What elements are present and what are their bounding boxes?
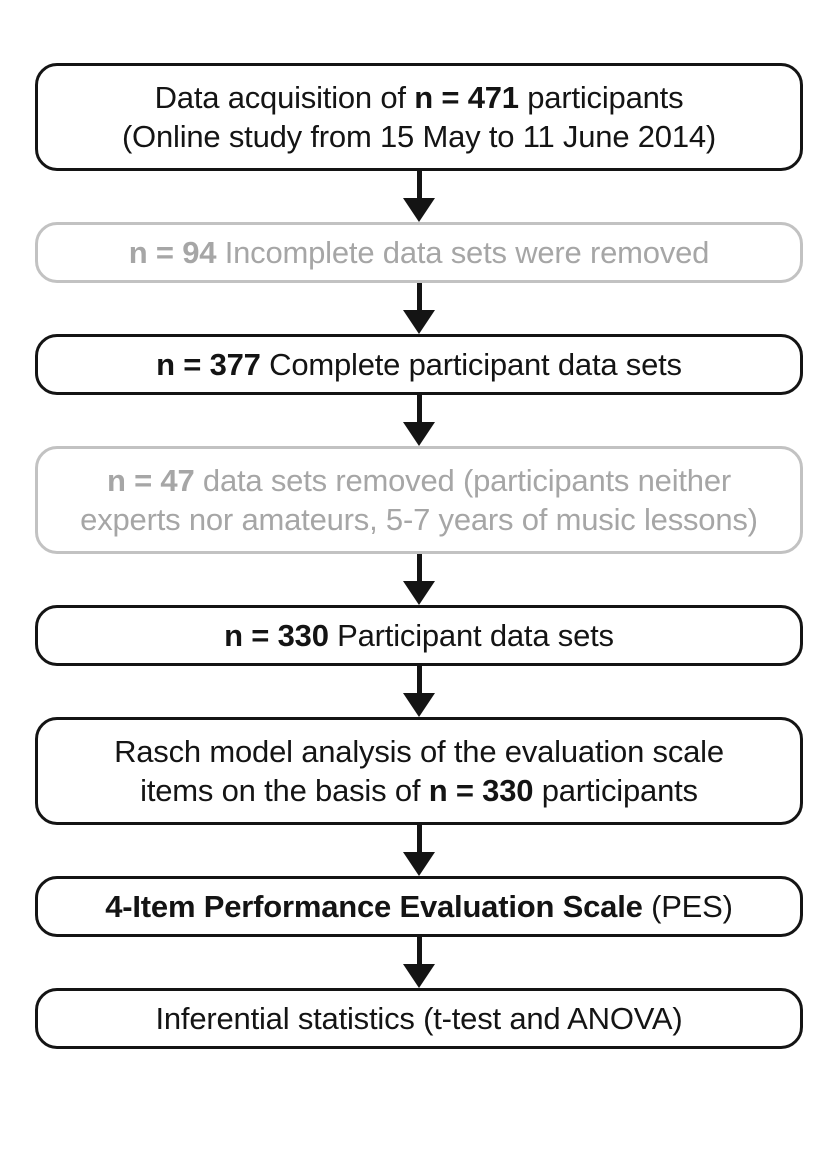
text-segment: Data acquisition of bbox=[154, 80, 415, 115]
count-text-segment: n = 471 bbox=[414, 80, 519, 115]
text-segment: data sets removed (participants neither bbox=[194, 463, 732, 498]
arrow-down-icon bbox=[403, 964, 435, 988]
arrow-stem bbox=[416, 666, 422, 693]
down-arrow bbox=[35, 825, 803, 876]
arrow-stem bbox=[416, 825, 422, 852]
flow-box-line: experts nor amateurs, 5-7 years of music… bbox=[80, 500, 758, 539]
arrow-down-icon bbox=[403, 198, 435, 222]
down-arrow bbox=[35, 283, 803, 334]
flow-box-line: n = 377 Complete participant data sets bbox=[156, 345, 682, 384]
arrow-down-icon bbox=[403, 422, 435, 446]
count-text-segment: n = 377 bbox=[156, 347, 261, 382]
text-segment: (PES) bbox=[642, 889, 733, 924]
flow-box-line: (Online study from 15 May to 11 June 201… bbox=[122, 117, 716, 156]
text-segment: Rasch model analysis of the evaluation s… bbox=[114, 734, 724, 769]
down-arrow bbox=[35, 937, 803, 988]
flow-box-neither-experts-removed: n = 47 data sets removed (participants n… bbox=[35, 446, 803, 554]
down-arrow bbox=[35, 666, 803, 717]
flow-box-line: n = 94 Incomplete data sets were removed bbox=[128, 233, 710, 272]
arrow-down-icon bbox=[403, 581, 435, 605]
text-segment: items on the basis of bbox=[140, 773, 429, 808]
arrow-stem bbox=[416, 283, 422, 310]
text-segment: participants bbox=[518, 80, 684, 115]
flow-box-line: Inferential statistics (t-test and ANOVA… bbox=[155, 999, 682, 1038]
flow-box-pes-scale: 4-Item Performance Evaluation Scale (PES… bbox=[35, 876, 803, 937]
down-arrow bbox=[35, 554, 803, 605]
flow-box-incomplete-data-removed: n = 94 Incomplete data sets were removed bbox=[35, 222, 803, 283]
count-text-segment: 4-Item Performance Evaluation Scale bbox=[105, 889, 643, 924]
flow-box-participant-data-sets: n = 330 Participant data sets bbox=[35, 605, 803, 666]
arrow-down-icon bbox=[403, 693, 435, 717]
count-text-segment: n = 330 bbox=[224, 618, 329, 653]
count-text-segment: n = 330 bbox=[428, 773, 534, 808]
text-segment: Incomplete data sets were removed bbox=[216, 235, 710, 270]
flow-box-line: Rasch model analysis of the evaluation s… bbox=[114, 732, 724, 771]
text-segment: (Online study from 15 May to 11 June 201… bbox=[121, 119, 717, 154]
flow-box-line: 4-Item Performance Evaluation Scale (PES… bbox=[105, 887, 733, 926]
flow-box-complete-data-sets: n = 377 Complete participant data sets bbox=[35, 334, 803, 395]
flow-box-rasch-model-analysis: Rasch model analysis of the evaluation s… bbox=[35, 717, 803, 825]
arrow-stem bbox=[416, 937, 422, 964]
arrow-stem bbox=[416, 395, 422, 422]
flow-box-line: n = 47 data sets removed (participants n… bbox=[107, 461, 731, 500]
arrow-down-icon bbox=[403, 852, 435, 876]
arrow-stem bbox=[416, 171, 422, 198]
flowchart: Data acquisition of n = 471 participants… bbox=[35, 63, 803, 1049]
flow-box-data-acquisition: Data acquisition of n = 471 participants… bbox=[35, 63, 803, 171]
text-segment: Inferential statistics (t-test and ANOVA… bbox=[155, 1001, 683, 1036]
flow-box-line: n = 330 Participant data sets bbox=[224, 616, 614, 655]
arrow-down-icon bbox=[403, 310, 435, 334]
down-arrow bbox=[35, 171, 803, 222]
flow-box-line: items on the basis of n = 330 participan… bbox=[140, 771, 698, 810]
count-text-segment: n = 47 bbox=[106, 463, 195, 498]
text-segment: participants bbox=[533, 773, 698, 808]
arrow-stem bbox=[416, 554, 422, 581]
flow-box-line: Data acquisition of n = 471 participants bbox=[155, 78, 684, 117]
flow-box-inferential-statistics: Inferential statistics (t-test and ANOVA… bbox=[35, 988, 803, 1049]
text-segment: Complete participant data sets bbox=[260, 347, 682, 382]
count-text-segment: n = 94 bbox=[128, 235, 217, 270]
down-arrow bbox=[35, 395, 803, 446]
text-segment: Participant data sets bbox=[328, 618, 614, 653]
text-segment: experts nor amateurs, 5-7 years of music… bbox=[80, 502, 758, 537]
